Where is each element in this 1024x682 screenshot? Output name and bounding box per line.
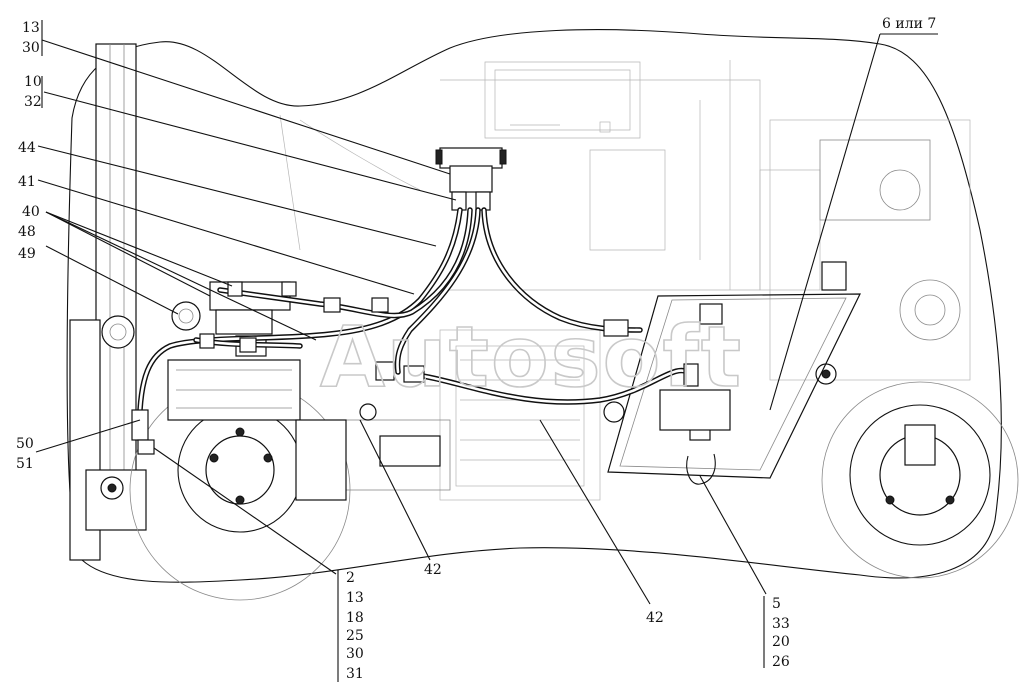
label-30-top: 30 [22,40,40,56]
label-13-top: 13 [22,20,40,36]
rear-wheel [821,381,1019,579]
label-51: 51 [16,456,34,472]
view-outline [66,29,1002,583]
label-42-b: 42 [646,610,664,626]
label-44: 44 [18,140,36,156]
label-group-center-2: 2 [346,570,355,586]
label-42-a: 42 [424,562,442,578]
frame-rail-left [69,43,147,561]
label-32: 32 [24,94,42,110]
hydraulic-tank [607,293,861,485]
label-group-right-5: 5 [772,596,781,612]
label-group-center-25: 25 [346,628,364,644]
label-group-center-30: 30 [346,646,364,662]
watermark-text: Autosoft [320,308,743,406]
engine-block [759,119,971,385]
label-group-center-18: 18 [346,610,364,626]
control-valve-block [435,147,507,211]
label-10: 10 [24,74,42,90]
label-group-center-31: 31 [346,666,364,682]
label-6-or-7: 6 или 7 [882,16,936,32]
label-41: 41 [18,174,36,190]
label-49: 49 [18,246,36,262]
label-group-right-20: 20 [772,634,790,650]
label-40: 40 [22,204,40,220]
label-48: 48 [18,224,36,240]
callout-labels: 13 30 10 32 44 41 40 48 49 50 51 6 или 7… [16,16,936,682]
leader-lines [35,20,938,682]
label-group-right-26: 26 [772,654,790,670]
label-50: 50 [16,436,34,452]
hose-fittings [131,281,699,455]
label-group-center-13: 13 [346,590,364,606]
label-group-right-33: 33 [772,616,790,632]
transmission [299,329,625,501]
cab-background [279,60,761,291]
